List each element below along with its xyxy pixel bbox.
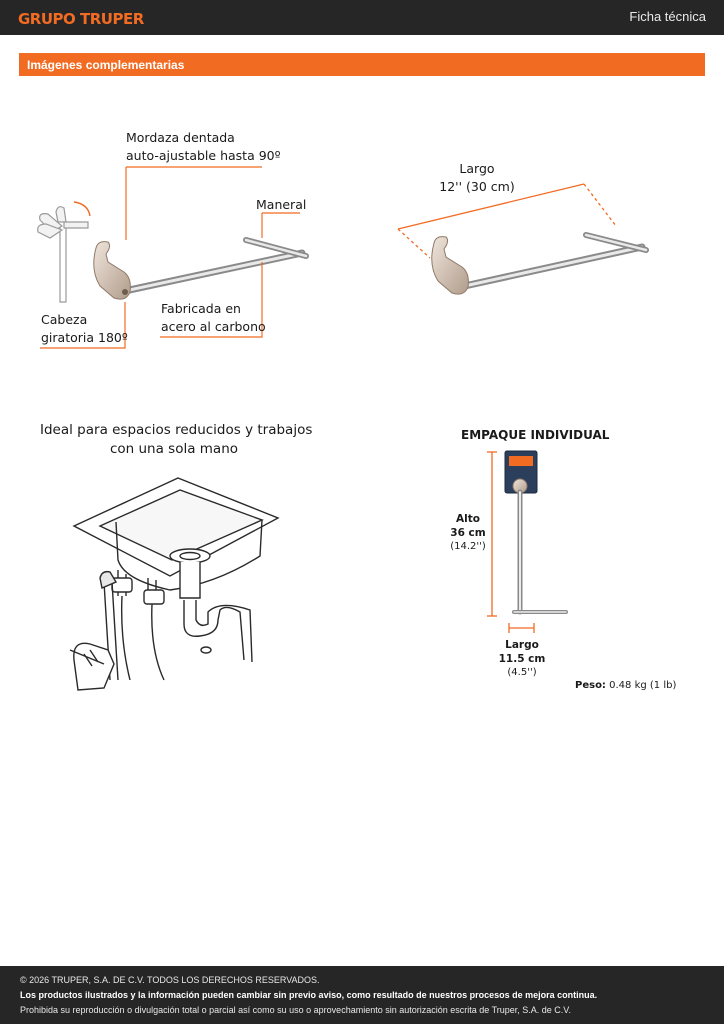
weight-label: Peso: <box>575 680 606 691</box>
length-dimension-line <box>397 183 617 259</box>
jaw-label-line2: auto-ajustable hasta 90º <box>126 148 281 163</box>
swivel-diagram <box>37 201 91 303</box>
packaging-dimension-lines <box>487 451 535 633</box>
length-label-title: Largo <box>459 161 495 176</box>
jaw-label-line1: Mordaza dentada <box>126 130 235 145</box>
section-title: Imágenes complementarias <box>27 58 185 72</box>
brand-logo: GRUPO TRUPER <box>18 10 144 28</box>
material-label-line2: acero al carbono <box>161 319 266 334</box>
wrench-length-illustration <box>431 232 649 295</box>
weight-value: 0.48 kg (1 lb) <box>609 680 677 691</box>
footer: © 2026 TRUPER, S.A. DE C.V. TODOS LOS DE… <box>0 966 724 1024</box>
packaging-width-label: Largo 11.5 cm (4.5'') <box>492 638 552 679</box>
section-header: Imágenes complementarias <box>19 53 705 76</box>
packaging-height-label: Alto 36 cm (14.2'') <box>438 512 498 553</box>
packaging-illustration <box>504 450 568 615</box>
head-label-line2: giratoria 180º <box>41 330 128 345</box>
width-label: Largo <box>505 639 539 651</box>
jaw-label: Mordaza dentada auto-ajustable hasta 90º <box>126 129 281 165</box>
usage-caption: Ideal para espacios reducidos y trabajos… <box>40 421 313 459</box>
usage-caption-line2: con una sola mano <box>109 441 239 457</box>
packaging-title: EMPAQUE INDIVIDUAL <box>461 428 610 442</box>
length-label: Largo 12'' (30 cm) <box>426 160 528 196</box>
handle-label: Maneral <box>256 197 307 212</box>
usage-caption-line1: Ideal para espacios reducidos y trabajos <box>40 422 313 438</box>
callout-lines <box>40 166 300 349</box>
height-metric: 36 cm <box>450 527 486 539</box>
width-imperial: (4.5'') <box>507 667 537 678</box>
wrench-features-illustration <box>93 237 309 300</box>
width-metric: 11.5 cm <box>498 653 546 665</box>
footer-notice: Los productos ilustrados y la informació… <box>20 990 598 1000</box>
sink-illustration <box>69 477 280 691</box>
material-label: Fabricada en acero al carbono <box>161 300 266 336</box>
height-imperial: (14.2'') <box>450 541 486 552</box>
document-type: Ficha técnica <box>629 9 706 24</box>
top-bar: GRUPO TRUPER Ficha técnica <box>0 0 724 35</box>
weight-info: Peso: 0.48 kg (1 lb) <box>575 679 676 692</box>
head-label-line1: Cabeza <box>41 312 88 327</box>
head-label: Cabeza giratoria 180º <box>41 311 128 347</box>
footer-copyright: © 2026 TRUPER, S.A. DE C.V. TODOS LOS DE… <box>20 975 320 985</box>
height-label: Alto <box>456 513 480 525</box>
footer-legal: Prohibida su reproducción o divulgación … <box>20 1005 571 1015</box>
material-label-line1: Fabricada en <box>161 301 241 316</box>
length-label-value: 12'' (30 cm) <box>439 179 515 194</box>
